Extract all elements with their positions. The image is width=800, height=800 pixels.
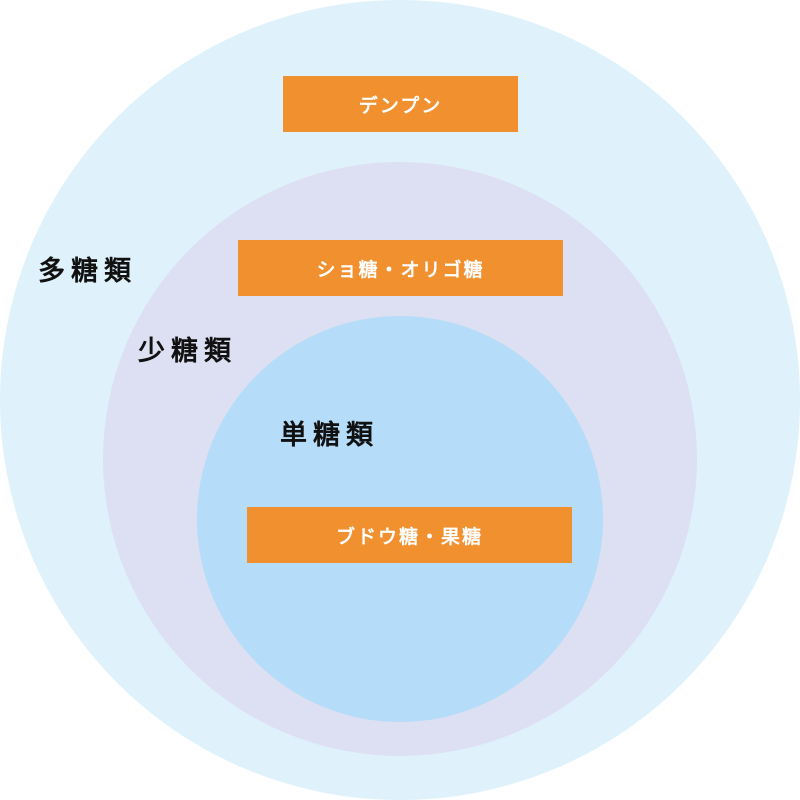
polysaccharide-example-box: デンプン xyxy=(283,76,518,132)
monosaccharide-label: 単糖類 xyxy=(280,420,379,451)
oligosaccharide-label: 少糖類 xyxy=(138,336,237,367)
monosaccharide-example-box: ブドウ糖・果糖 xyxy=(247,507,572,563)
oligosaccharide-example-box: ショ糖・オリゴ糖 xyxy=(238,240,563,296)
polysaccharide-label: 多糖類 xyxy=(38,256,137,287)
